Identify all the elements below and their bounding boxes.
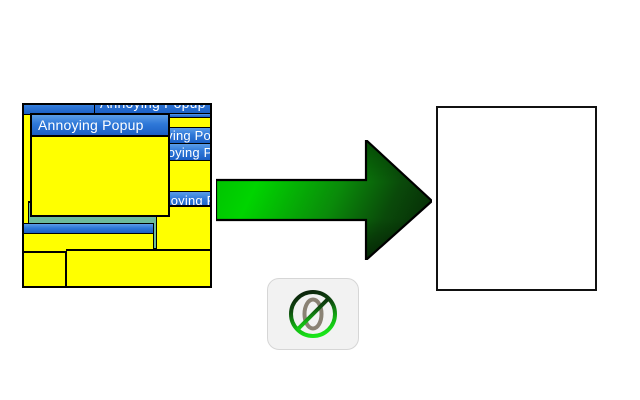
popup-titlebar[interactable] bbox=[24, 224, 153, 233]
popup-body bbox=[24, 233, 153, 234]
digit-zero bbox=[302, 297, 324, 331]
popup-body bbox=[32, 135, 168, 215]
clean-window-after[interactable] bbox=[436, 106, 597, 291]
popup-window-foreground[interactable]: Annoying Popup bbox=[30, 113, 170, 217]
popup-titlebar[interactable] bbox=[153, 114, 210, 117]
arrow-icon bbox=[216, 140, 432, 260]
popup-body bbox=[143, 160, 210, 161]
transformation-arrow bbox=[216, 140, 432, 260]
popup-titlebar[interactable]: Annoying Popup bbox=[32, 115, 168, 135]
popup-cluster-before: Annoying Popup Annoying Popup Annoying P… bbox=[22, 103, 212, 288]
popup-body bbox=[24, 252, 65, 253]
popup-titlebar[interactable] bbox=[24, 105, 139, 114]
no-popups-icon bbox=[289, 290, 337, 338]
prohibition-ring bbox=[289, 290, 337, 338]
popup-body bbox=[157, 206, 210, 207]
popup-titlebar[interactable]: Annoying Popup bbox=[95, 105, 210, 114]
zero-popups-badge[interactable] bbox=[267, 278, 359, 350]
prohibition-slash bbox=[296, 297, 330, 331]
popup-body bbox=[67, 250, 210, 251]
popup-window[interactable]: Annoying Popup bbox=[66, 249, 210, 286]
popup-body bbox=[153, 117, 210, 118]
popup-window[interactable] bbox=[24, 251, 66, 286]
